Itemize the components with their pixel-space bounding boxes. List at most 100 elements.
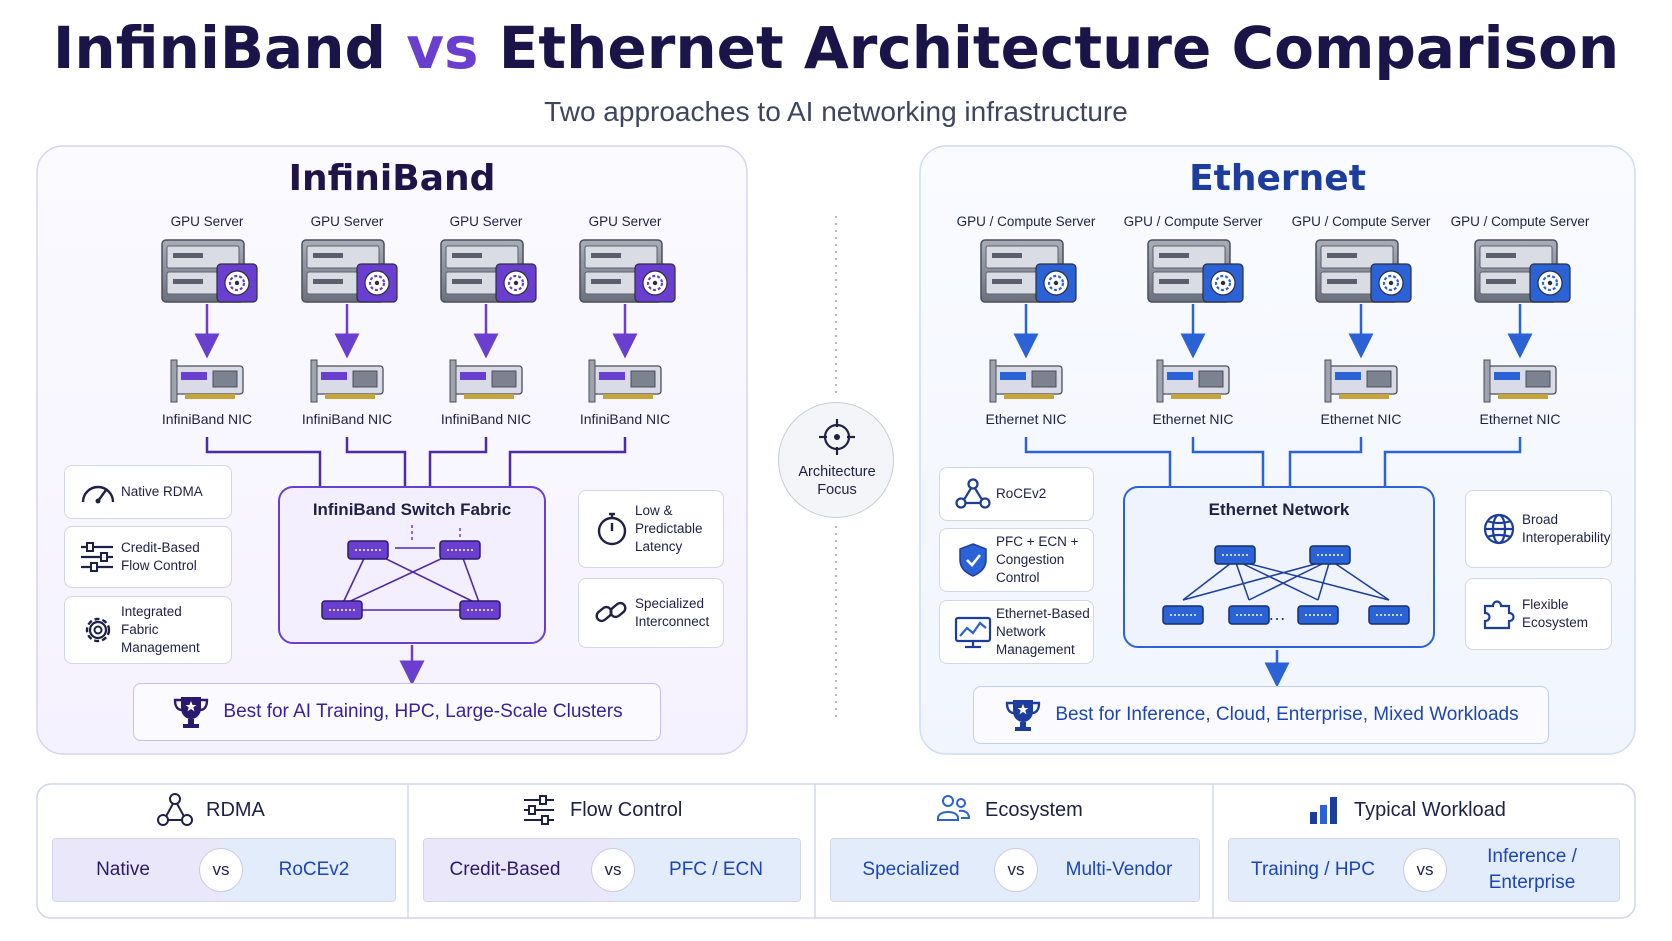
comparison-ecosystem-header: Ecosystem (933, 792, 1083, 828)
compute-server (980, 239, 1077, 403)
feature-label: Native RDMA (121, 484, 203, 499)
fabric-switch (459, 600, 501, 620)
ib-server-label: GPU Server (170, 214, 244, 229)
gpu-server (301, 239, 398, 403)
feature-label: Broad Interoperability (1522, 512, 1611, 545)
comparison-left-value: Native (96, 859, 150, 880)
ethernet-best-text: Best for Inference, Cloud, Enterprise, M… (1055, 704, 1519, 725)
ethernet-network-mesh (1182, 559, 1390, 601)
comparison-left-segment (831, 839, 1016, 901)
infiniband-connectors (205, 437, 627, 487)
ethernet-connectors (1024, 437, 1522, 487)
puzzle-icon (1483, 600, 1515, 630)
crosshair-icon (819, 419, 855, 455)
feature-label: Credit-Based Flow Control (121, 540, 200, 573)
ethernet-best-for: Best for Inference, Cloud, Enterprise, M… (973, 686, 1549, 744)
comparison-left-value: Training / HPC (1251, 859, 1375, 880)
network-switch (1309, 545, 1351, 565)
feature-fabric-management: Integrated Fabric Management (64, 596, 232, 664)
ib-nic-label: InfiniBand NIC (161, 411, 253, 427)
eth-server-label: GPU / Compute Server (1450, 214, 1590, 229)
infiniband-best-text: Best for AI Training, HPC, Large-Scale C… (223, 701, 623, 722)
gpu-server (161, 239, 258, 403)
comparison-rdma-bar: Native RoCEv2 vs (52, 838, 396, 902)
network-switch (1297, 605, 1339, 625)
sliders-icon (524, 795, 554, 825)
page-subtitle: Two approaches to AI networking infrastr… (544, 96, 1128, 127)
title-vs: vs (406, 14, 479, 82)
eth-nic-label: Ethernet NIC (1479, 411, 1561, 427)
comparison-right-segment (1425, 839, 1619, 901)
comparison-workload-bar: Training / HPC Inference / Enterprise vs (1228, 838, 1620, 902)
infiniband-servers (161, 239, 676, 403)
fabric-switch (439, 540, 481, 560)
stopwatch-icon (597, 512, 627, 546)
comparison-title: Typical Workload (1354, 798, 1506, 821)
feature-label: PFC + ECN + Congestion Control (996, 534, 1079, 585)
page-title: InfiniBand vs Ethernet Architecture Comp… (0, 14, 1672, 82)
feature-pfc-ecn: PFC + ECN + Congestion Control (939, 528, 1094, 592)
feature-ethernet-management: Ethernet-Based Network Management (939, 600, 1094, 664)
eth-server-label: GPU / Compute Server (1291, 214, 1431, 229)
eth-server-label: GPU / Compute Server (1123, 214, 1263, 229)
eth-nic-label: Ethernet NIC (1320, 411, 1402, 427)
comparison-title: RDMA (206, 798, 265, 821)
comparison-left-segment (424, 839, 613, 901)
gauge-icon (81, 485, 115, 504)
compute-server (1315, 239, 1412, 403)
comparison-rdma-header: RDMA (156, 792, 265, 828)
nodes-icon (955, 478, 991, 509)
comparison-vs-badge: vs (1403, 848, 1447, 892)
gpu-server (579, 239, 676, 403)
network-switch (1228, 605, 1270, 625)
ib-server-label: GPU Server (588, 214, 662, 229)
ethernet-servers (980, 239, 1571, 403)
feature-label: Low & Predictable Latency (635, 503, 703, 554)
feature-rocev2: RoCEv2 (939, 467, 1094, 521)
comparison-flow-header: Flow Control (520, 792, 682, 828)
comparison-right-segment (221, 839, 395, 901)
fabric-switch (347, 540, 389, 560)
sliders-icon (81, 542, 113, 572)
feature-flexible-ecosystem: Flexible Ecosystem (1465, 578, 1612, 650)
ib-nic-label: InfiniBand NIC (440, 411, 532, 427)
ib-server-label: GPU Server (449, 214, 523, 229)
comparison-left-value: Credit-Based (449, 859, 561, 880)
eth-nic-label: Ethernet NIC (985, 411, 1067, 427)
feature-native-rdma: Native RDMA (64, 465, 232, 519)
feature-low-latency: Low & Predictable Latency (578, 490, 724, 568)
feature-broad-interoperability: Broad Interoperability (1465, 490, 1612, 568)
comparison-right-value: Inference / Enterprise (1487, 846, 1577, 893)
comparison-left-segment (53, 839, 221, 901)
comparison-right-segment (613, 839, 800, 901)
infiniband-switches (321, 540, 501, 620)
feature-credit-flow: Credit-Based Flow Control (64, 526, 232, 588)
bar-chart-icon (1310, 797, 1337, 824)
comparison-ecosystem-bar: Specialized Multi-Vendor vs (830, 838, 1200, 902)
architecture-focus: Architecture Focus (778, 402, 894, 518)
comparison-title: Ecosystem (985, 798, 1083, 821)
comparison-title: Flow Control (570, 798, 683, 821)
comparison-left-segment (1229, 839, 1425, 901)
ib-server-label: GPU Server (310, 214, 384, 229)
ib-nic-label: InfiniBand NIC (301, 411, 393, 427)
comparison-left-value: Specialized (862, 859, 960, 880)
comparison-workload-header: Typical Workload (1306, 792, 1506, 828)
ethernet-title: Ethernet (1189, 158, 1366, 199)
network-switch (1214, 545, 1256, 565)
ethernet-network-title: Ethernet Network (1208, 500, 1350, 519)
ethernet-ellipsis: … (1268, 604, 1286, 624)
eth-server-label: GPU / Compute Server (956, 214, 1096, 229)
infiniband-fabric-title: InfiniBand Switch Fabric (312, 500, 512, 519)
comparison-right-value: PFC / ECN (669, 859, 763, 880)
gpu-server (440, 239, 537, 403)
link-icon (595, 601, 627, 623)
title-infiniband: InfiniBand (52, 14, 387, 82)
feature-label: Specialized Interconnect (635, 596, 710, 629)
network-icon (157, 793, 193, 826)
comparison-vs-badge: vs (199, 848, 243, 892)
ethernet-panel (919, 145, 1636, 755)
comparison-vs-badge: vs (994, 848, 1038, 892)
people-icon (937, 795, 971, 821)
infiniband-title: InfiniBand (288, 158, 496, 199)
